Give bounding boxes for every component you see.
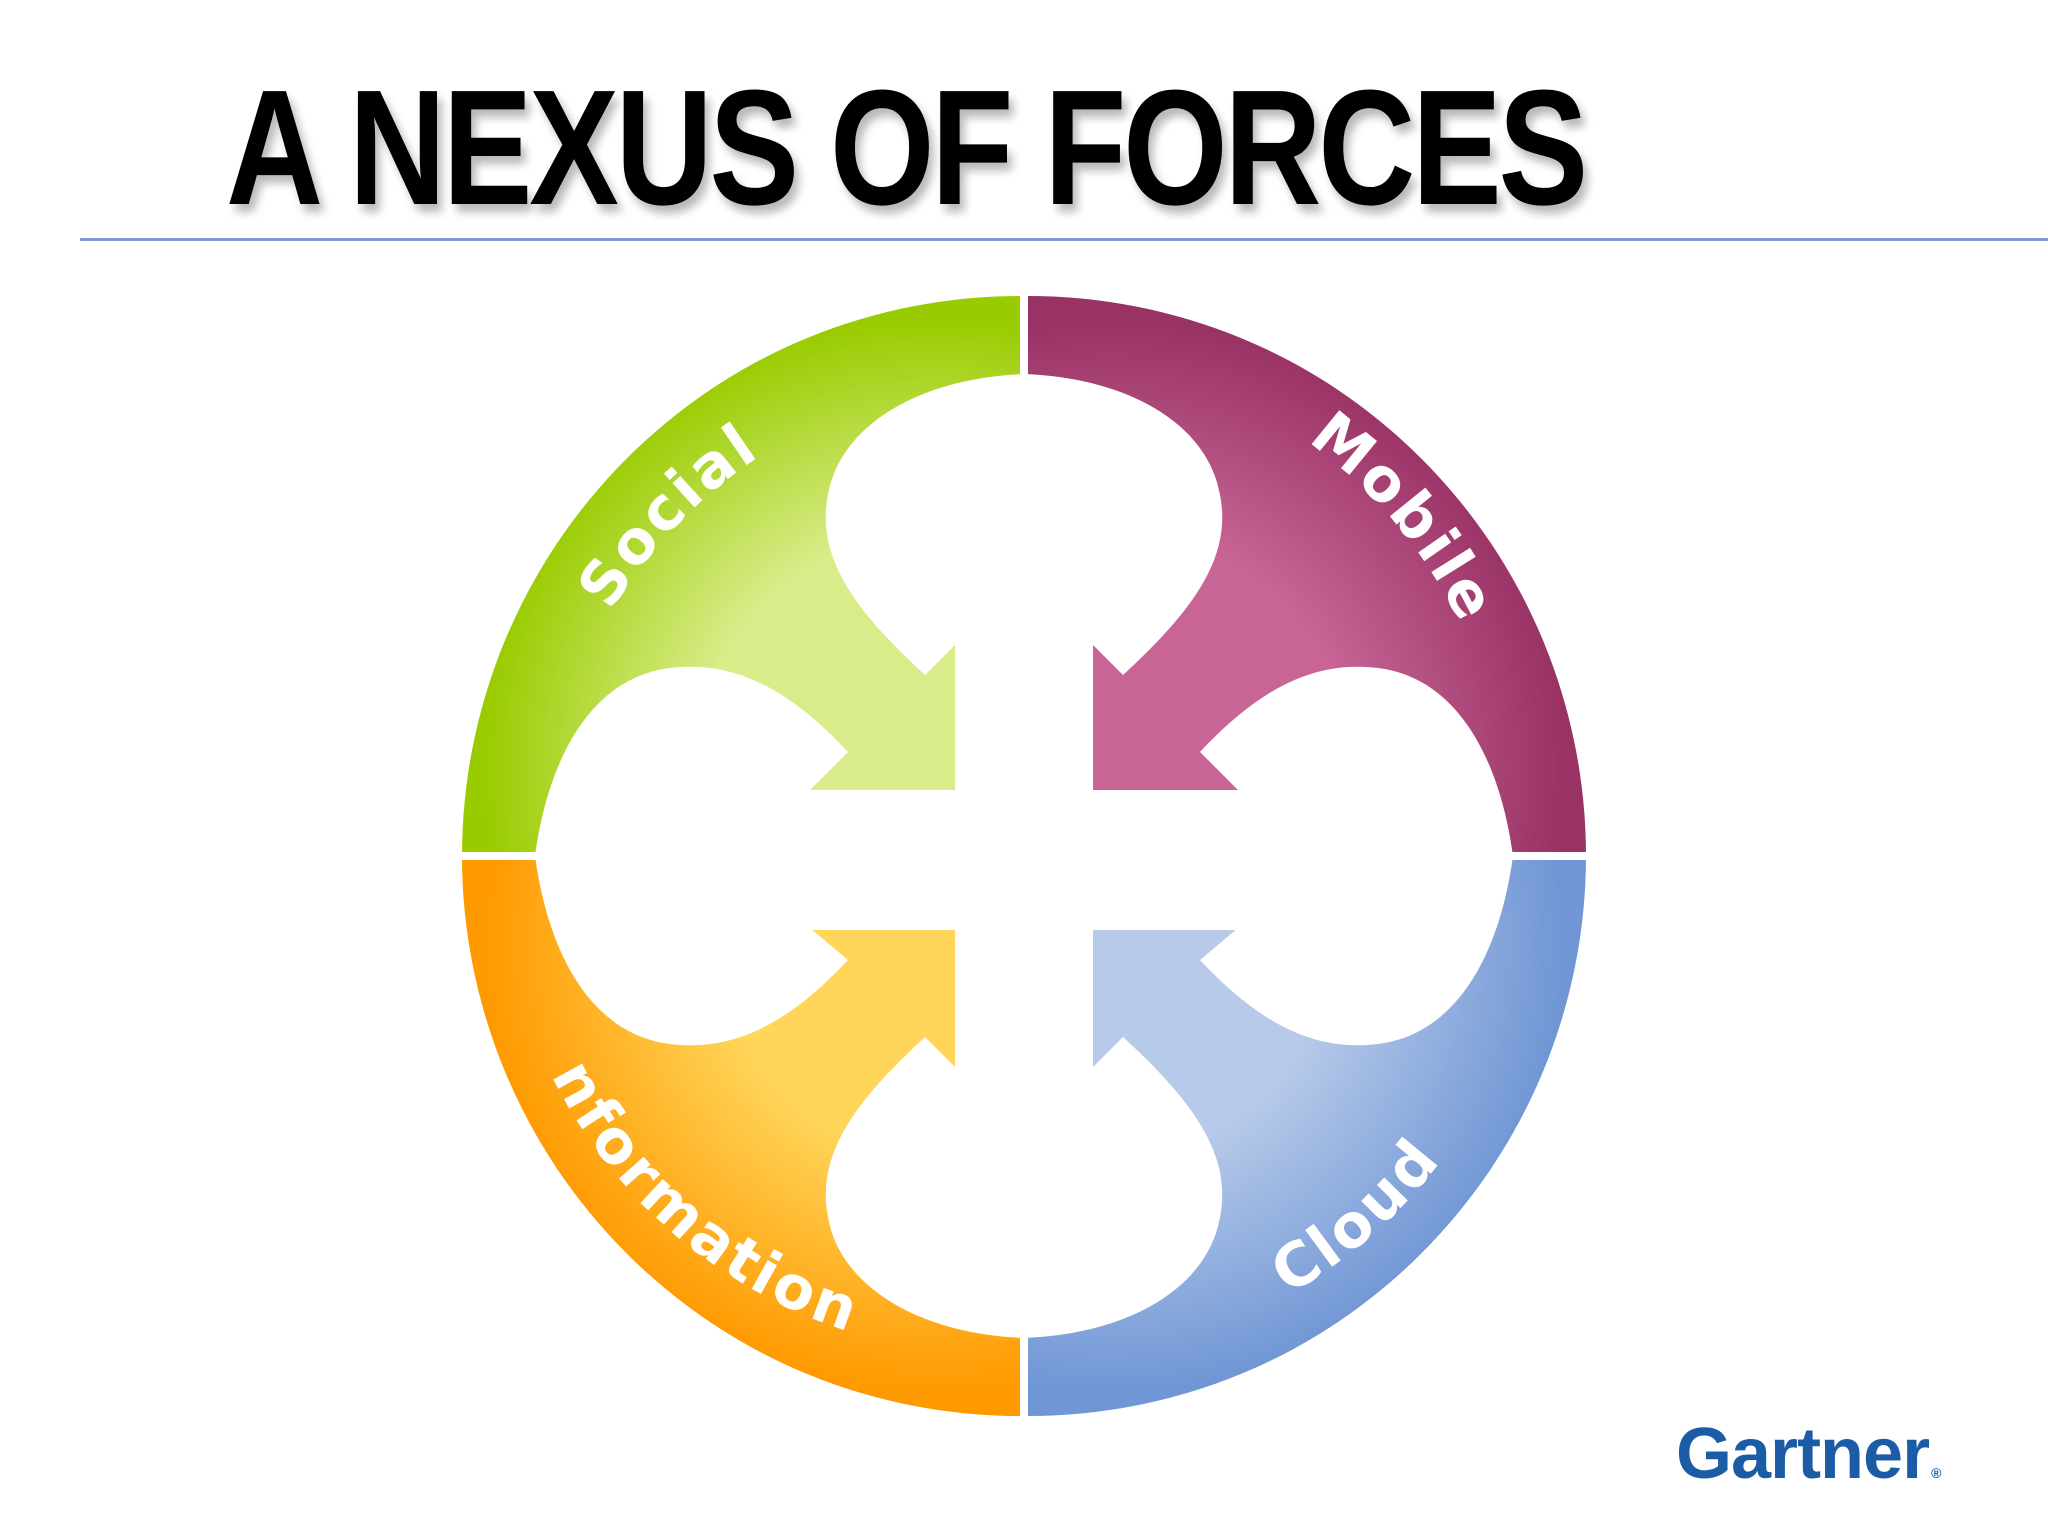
logo-text: Gartner: [1676, 1414, 1930, 1494]
gartner-logo: Gartner®: [1676, 1418, 1941, 1490]
slide-title: A NEXUS OF FORCES: [226, 56, 1588, 239]
registered-mark: ®: [1931, 1465, 1941, 1481]
title-divider: [80, 238, 2048, 241]
